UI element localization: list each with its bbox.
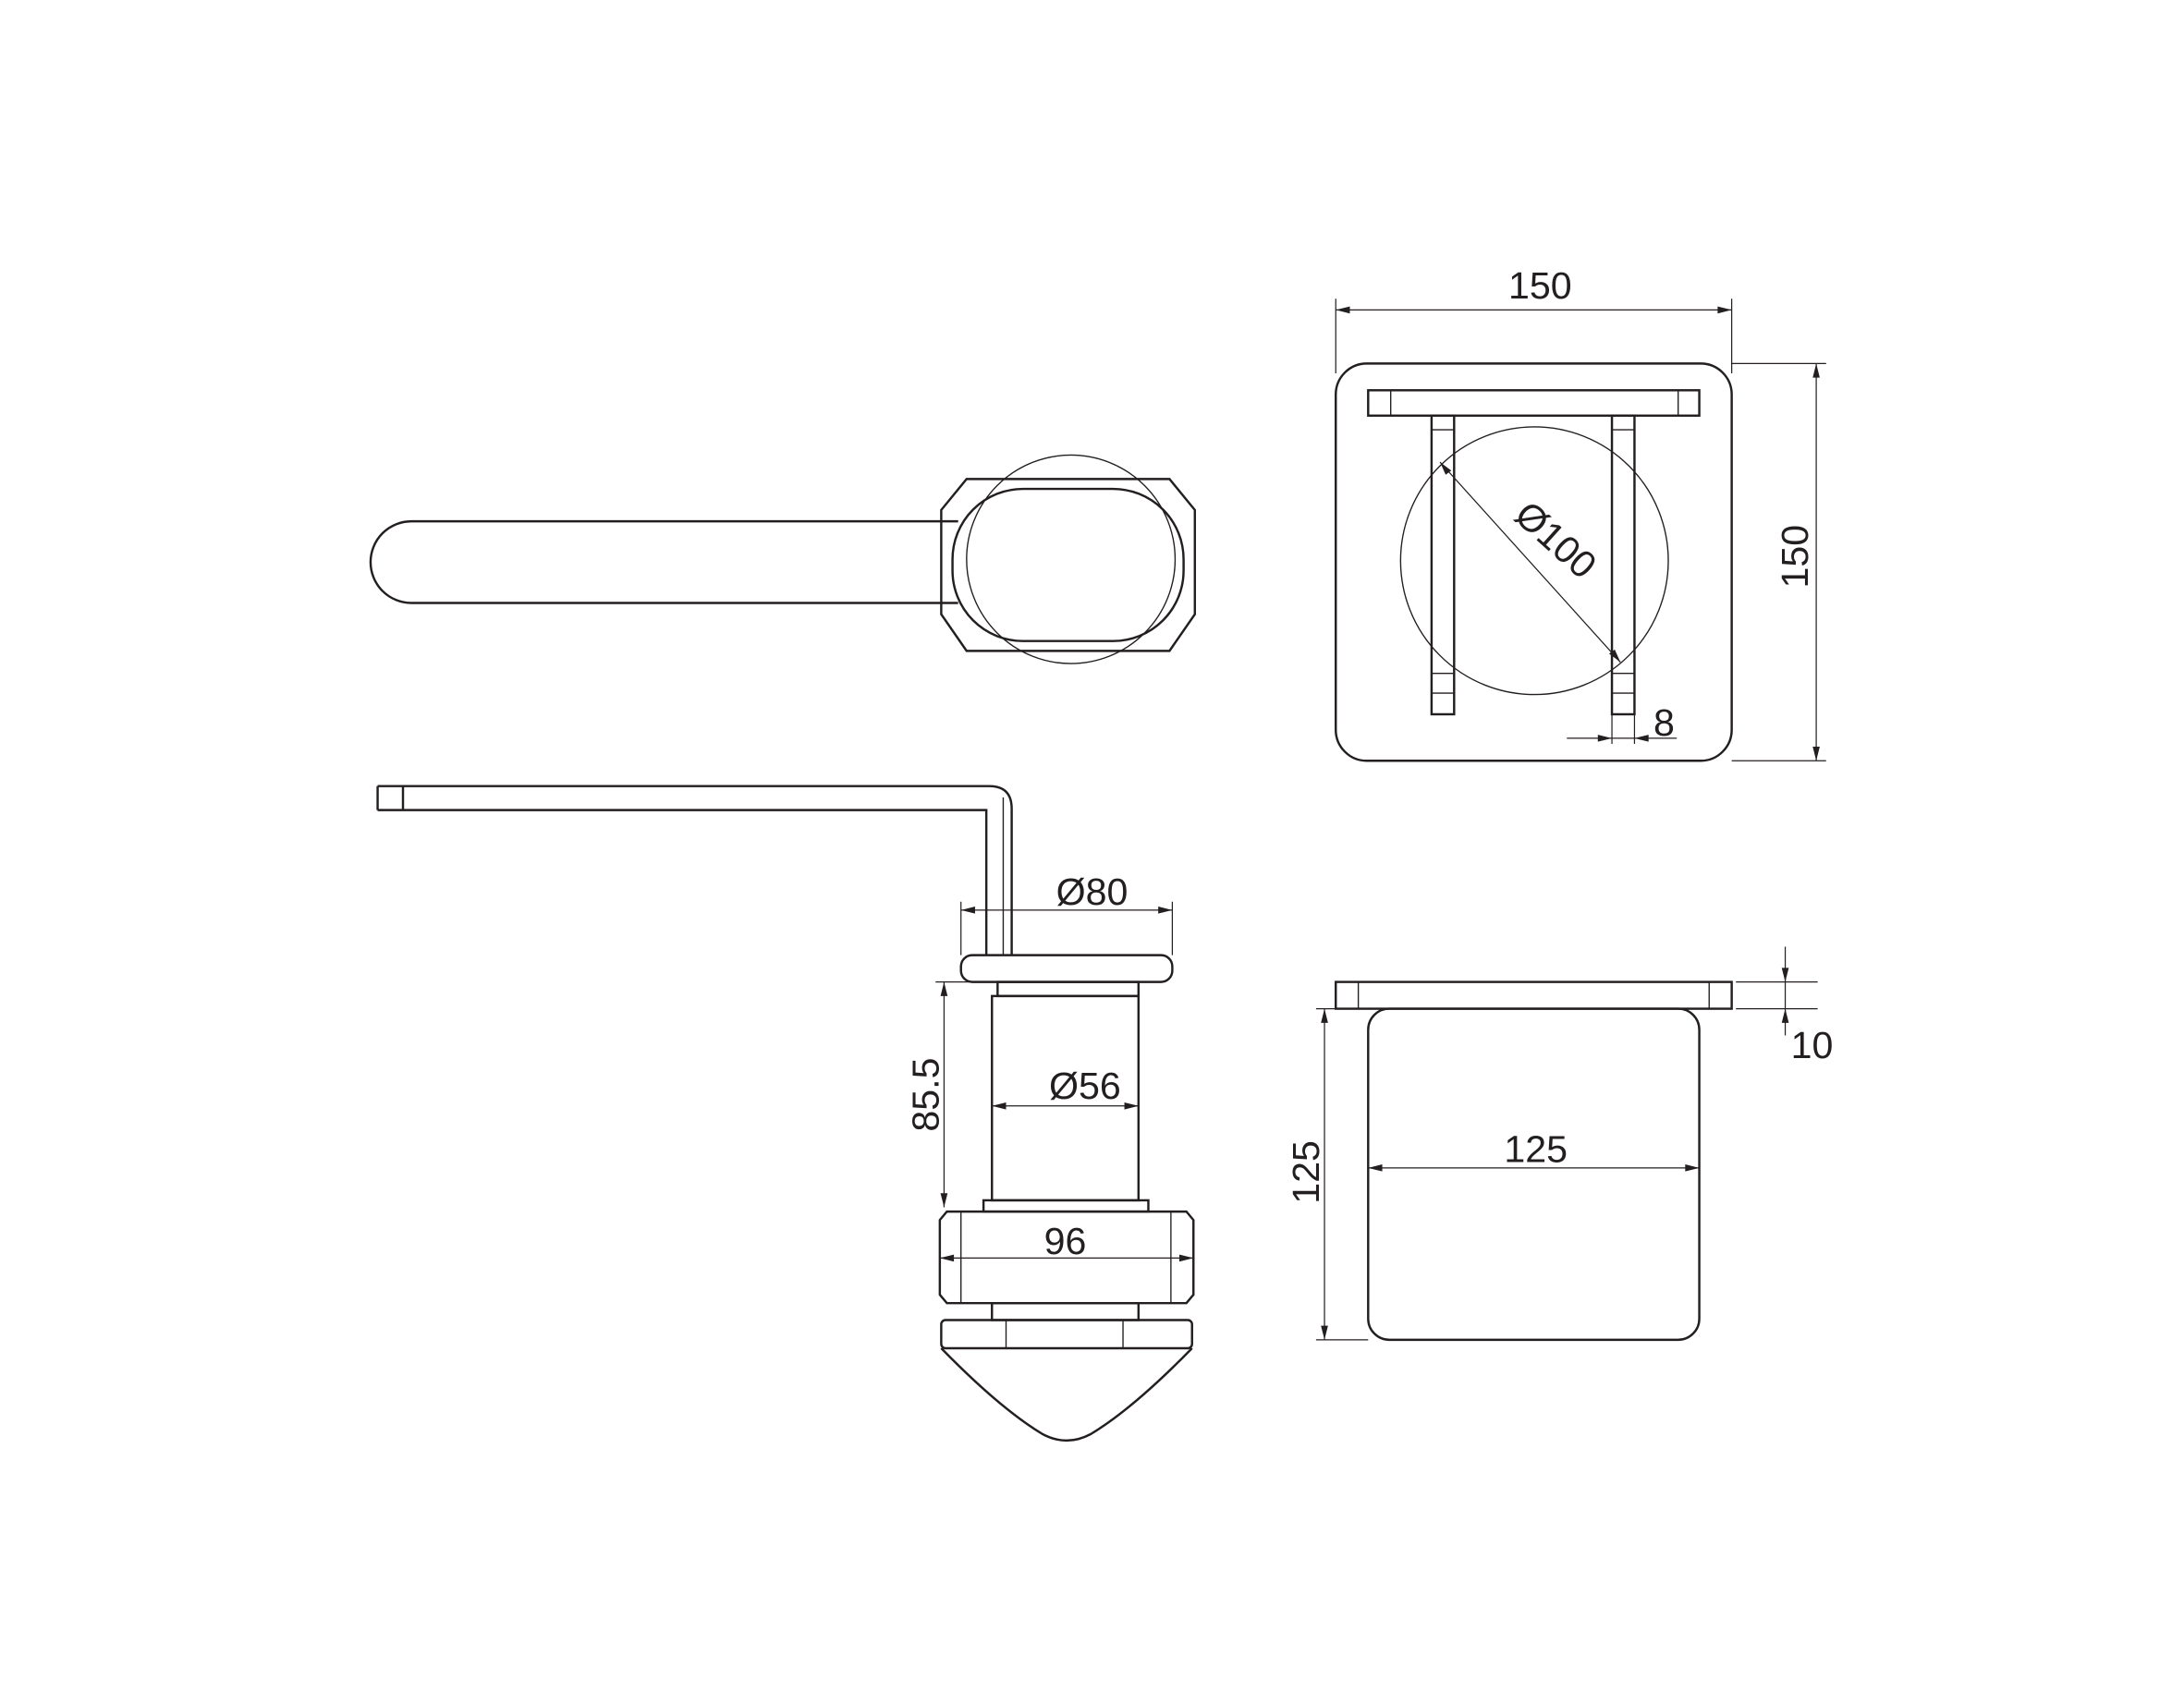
lever-dimensions: Ø80 85.5 Ø56 96 <box>904 870 1194 1262</box>
dim-body-height: 85.5 <box>904 1058 946 1132</box>
dim-flange-dia: Ø80 <box>1056 870 1129 913</box>
plate-front-view <box>1335 362 1733 762</box>
lever-top-view <box>369 454 1197 664</box>
plate-side-view <box>1335 980 1733 1342</box>
dim-box-width: 125 <box>1504 1128 1568 1171</box>
dim-circle-dia: Ø100 <box>1507 493 1604 587</box>
plate-side-dimensions: 125 125 10 <box>1285 946 1834 1341</box>
dim-plate-thickness: 10 <box>1791 1024 1834 1066</box>
dim-depth: 125 <box>1285 1140 1327 1204</box>
lever-side-view <box>376 785 1195 1442</box>
dim-leg-width: 8 <box>1653 701 1675 744</box>
dim-nut-width: 96 <box>1044 1220 1087 1262</box>
dim-body-dia: Ø56 <box>1049 1065 1121 1107</box>
dim-plate-width: 150 <box>1508 264 1572 307</box>
dim-plate-height: 150 <box>1774 525 1816 589</box>
